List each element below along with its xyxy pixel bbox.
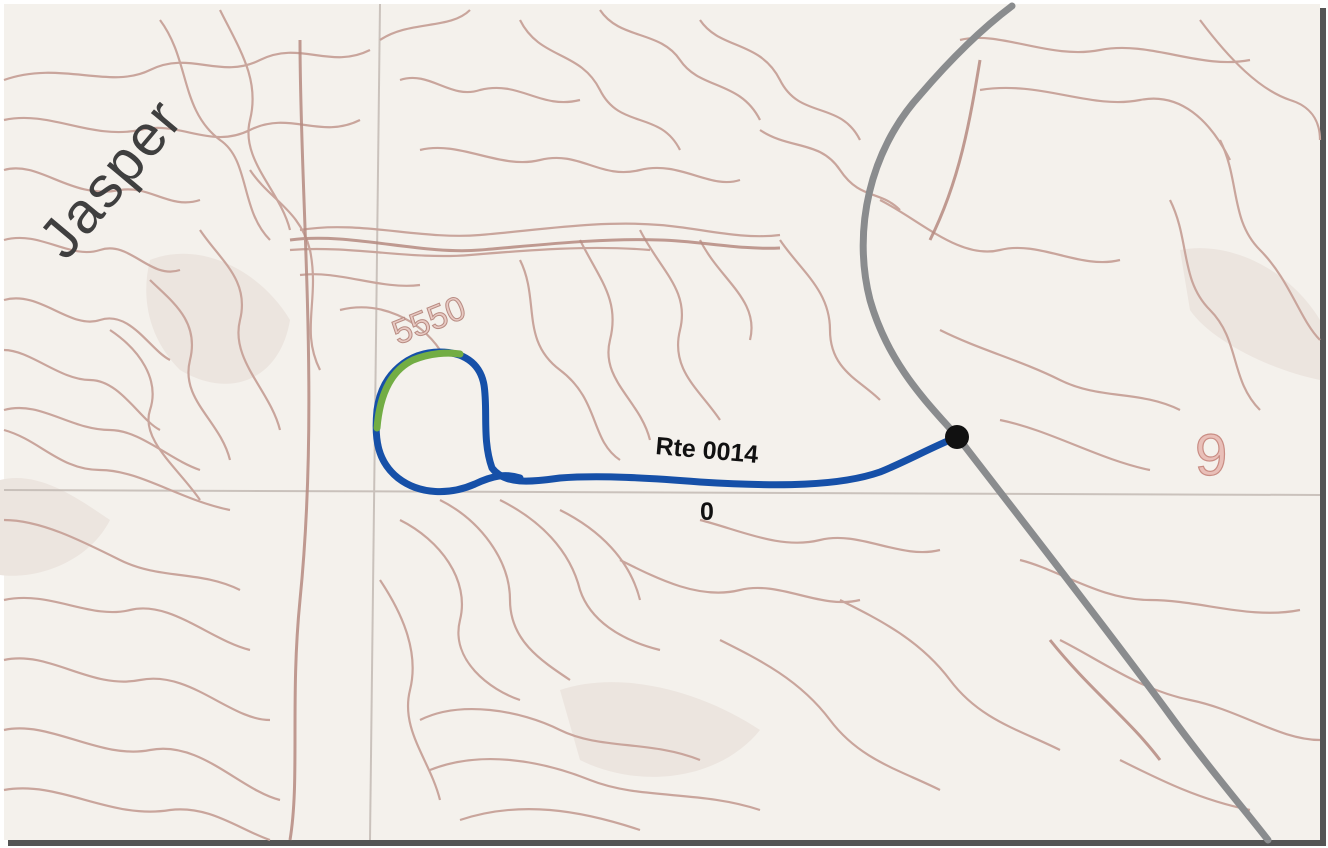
route-endpoint-marker[interactable] — [945, 425, 969, 449]
route-line[interactable] — [372, 348, 961, 496]
contour-lines — [3, 9, 1322, 842]
road-line[interactable] — [859, 2, 1272, 844]
route-segment-highlight[interactable] — [373, 349, 464, 432]
section-number-label: 9 — [1195, 423, 1227, 488]
index-contours — [288, 39, 1162, 841]
route-value-label: 0 — [700, 498, 714, 526]
